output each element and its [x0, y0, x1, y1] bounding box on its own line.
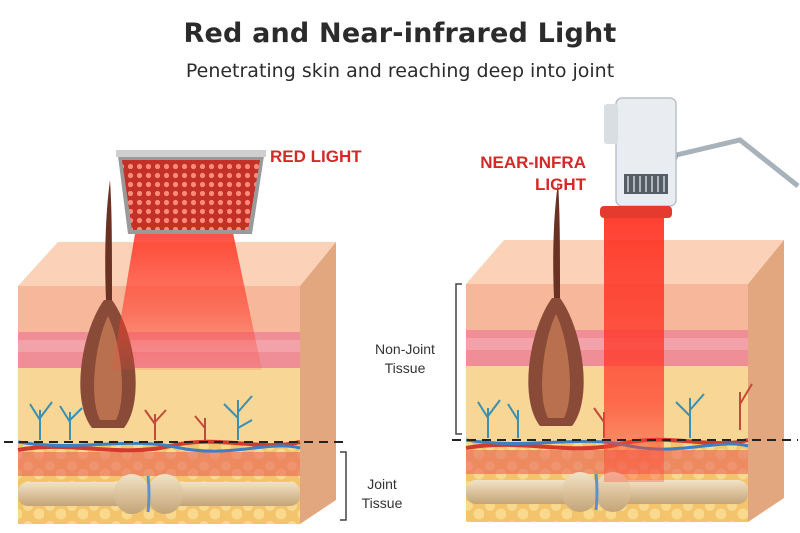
page-title: Red and Near-infrared Light — [183, 18, 617, 49]
non-joint-tissue-label: Non-Joint Tissue — [362, 340, 448, 378]
right-capillaries — [477, 393, 705, 438]
joint-label-line2: Tissue — [361, 495, 403, 511]
red-light-label: RED LIGHT — [270, 147, 362, 166]
right-skin-side-face — [748, 240, 784, 522]
near-infra-label: NEAR-INFRA LIGHT — [466, 152, 586, 196]
left-fat-layer — [18, 368, 300, 444]
right-hair-follicle — [528, 182, 584, 426]
left-skin-side-face — [300, 242, 336, 524]
red-light-beam — [112, 228, 262, 370]
non-joint-label-line1: Non-Joint — [375, 341, 435, 357]
joint-tissue-label: Joint Tissue — [352, 475, 412, 513]
near-infra-label-line1: NEAR-INFRA — [480, 153, 586, 172]
joint-label-line1: Joint — [367, 476, 397, 492]
left-blood-vessel-blue — [17, 440, 301, 453]
near-infra-light-beam — [604, 214, 664, 482]
left-bone — [18, 474, 300, 514]
near-infra-label-line2: LIGHT — [535, 175, 586, 194]
non-joint-label-line2: Tissue — [384, 360, 426, 376]
joint-bracket — [340, 451, 347, 521]
near-infra-lamp — [600, 97, 800, 218]
non-joint-bracket — [455, 283, 462, 435]
left-capillaries — [29, 395, 253, 440]
page-subtitle: Penetrating skin and reaching deep into … — [185, 60, 615, 82]
red-light-panel — [116, 150, 266, 234]
